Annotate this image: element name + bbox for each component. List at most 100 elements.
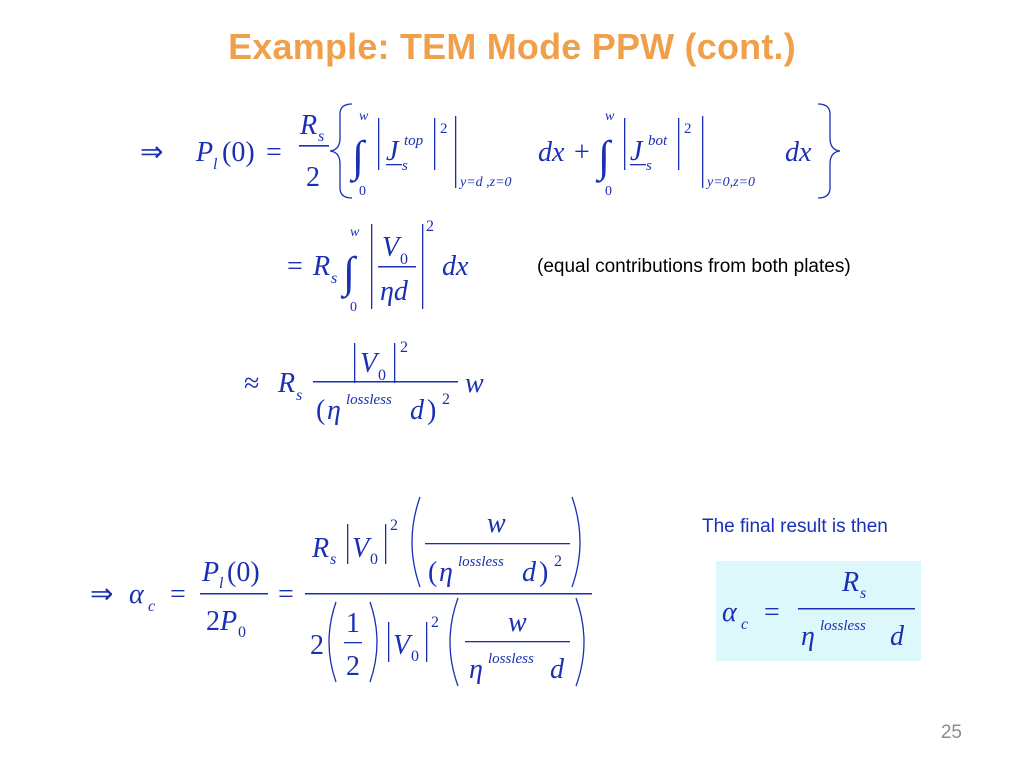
svg-text:=: = [287,251,303,282]
svg-text:w: w [350,225,360,240]
svg-text:2: 2 [554,553,562,570]
svg-text:≈: ≈ [244,368,259,399]
svg-text:V: V [393,630,413,661]
svg-text:P: P [201,557,219,588]
svg-text:c: c [148,598,155,615]
svg-text:(: ( [316,395,325,426]
svg-text:V: V [352,533,372,564]
svg-text:d: d [890,621,905,652]
svg-text:(0): (0) [227,557,260,588]
svg-text:J: J [386,136,400,167]
svg-text:P: P [219,606,237,637]
svg-text:J: J [630,136,644,167]
svg-text:d: d [410,395,425,426]
svg-text:c: c [741,616,748,633]
svg-text:s: s [331,270,337,287]
svg-text:2: 2 [306,162,320,193]
svg-text:=: = [764,597,780,628]
equation-lossless-approx: ≈ R s V 0 2 ( η lossless d ) 2 w [244,339,484,426]
svg-text:P: P [195,137,213,168]
svg-text:bot: bot [648,133,668,149]
svg-text:s: s [646,158,652,174]
svg-text:lossless: lossless [458,554,504,570]
svg-text:0: 0 [370,551,378,568]
equation-attenuation: ⇒ α c = P l (0) 2 P 0 = R s V 0 [90,496,592,687]
svg-text:R: R [299,110,317,141]
svg-text:0: 0 [400,251,408,268]
svg-text:R: R [311,533,329,564]
svg-text:w: w [465,368,484,399]
svg-text:2: 2 [442,391,450,408]
svg-text:⇒: ⇒ [90,579,113,610]
svg-text:ηd: ηd [380,276,409,307]
svg-text:α: α [129,579,145,610]
svg-text:dx: dx [785,137,812,168]
svg-text:∫: ∫ [349,132,367,183]
equal-contributions-note: (equal contributions from both plates) [537,256,851,277]
svg-text:R: R [841,567,859,598]
svg-text:): ) [539,557,548,588]
svg-text:0: 0 [238,624,246,641]
svg-text:⇒: ⇒ [140,137,163,168]
svg-text:=: = [266,137,282,168]
svg-text:top: top [404,133,424,149]
svg-text:∫: ∫ [340,248,358,299]
svg-text:2: 2 [346,651,360,682]
svg-text:l: l [213,156,218,173]
svg-text:=: = [170,579,186,610]
svg-text:V: V [360,348,380,379]
svg-text:1: 1 [346,608,360,639]
svg-text:w: w [605,109,615,124]
svg-text:2: 2 [426,218,434,235]
svg-text:=: = [278,579,294,610]
page-number: 25 [940,722,962,743]
svg-text:η: η [801,621,815,652]
svg-text:s: s [318,128,324,145]
svg-text:∫: ∫ [595,132,613,183]
svg-text:): ) [427,395,436,426]
svg-text:0: 0 [605,184,612,199]
svg-text:y=0,z=0: y=0,z=0 [705,175,755,190]
svg-text:l: l [219,575,224,592]
svg-text:w: w [487,508,506,539]
svg-text:dx: dx [538,137,565,168]
final-result-equation: α c = R s η lossless d [722,567,915,652]
svg-text:2: 2 [390,517,398,534]
svg-text:s: s [860,585,866,602]
final-result-label: The final result is then [702,516,888,537]
svg-text:0: 0 [350,300,357,315]
svg-text:2: 2 [440,121,448,137]
svg-text:2: 2 [206,606,220,637]
svg-text:2: 2 [310,630,324,661]
svg-text:lossless: lossless [346,392,392,408]
svg-text:η: η [439,557,453,588]
svg-text:dx: dx [442,251,469,282]
svg-text:α: α [722,597,738,628]
svg-text:s: s [402,158,408,174]
svg-text:w: w [508,607,527,638]
svg-text:V: V [382,232,402,263]
final-result-box: α c = R s η lossless d [716,561,921,661]
svg-text:+: + [574,137,590,168]
svg-text:η: η [469,654,483,685]
svg-text:y=d ,z=0: y=d ,z=0 [458,175,512,190]
svg-text:lossless: lossless [820,618,866,634]
svg-text:2: 2 [684,121,692,137]
svg-text:0: 0 [411,648,419,665]
svg-text:s: s [296,387,302,404]
svg-text:(: ( [428,557,437,588]
svg-text:d: d [550,654,565,685]
svg-text:2: 2 [400,339,408,356]
svg-text:lossless: lossless [488,651,534,667]
svg-text:η: η [327,395,341,426]
svg-text:2: 2 [431,614,439,631]
svg-text:R: R [277,368,295,399]
svg-text:R: R [312,251,330,282]
svg-text:s: s [330,551,336,568]
equation-power-loss: ⇒ P l (0) = R s 2 w ∫ 0 J top s [140,103,841,199]
svg-text:d: d [522,557,537,588]
svg-text:0: 0 [378,367,386,384]
svg-text:0: 0 [359,184,366,199]
